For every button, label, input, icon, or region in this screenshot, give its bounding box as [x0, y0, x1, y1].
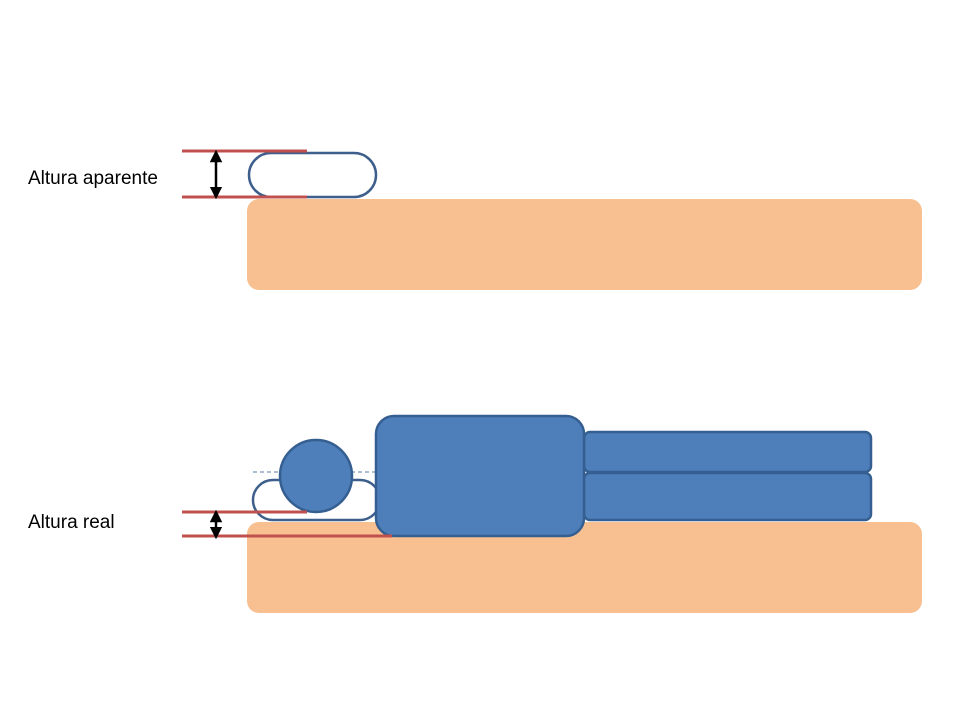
pillow-uncompressed [247, 151, 378, 199]
person-torso [374, 414, 586, 538]
mattress-bottom [247, 522, 922, 613]
person-leg-lower [582, 471, 873, 522]
apparent-height-label: Altura aparente [28, 168, 158, 189]
person-head [278, 438, 354, 514]
real-height-label: Altura real [28, 512, 115, 533]
person-leg-upper [582, 430, 873, 474]
mattress-top [247, 199, 922, 290]
